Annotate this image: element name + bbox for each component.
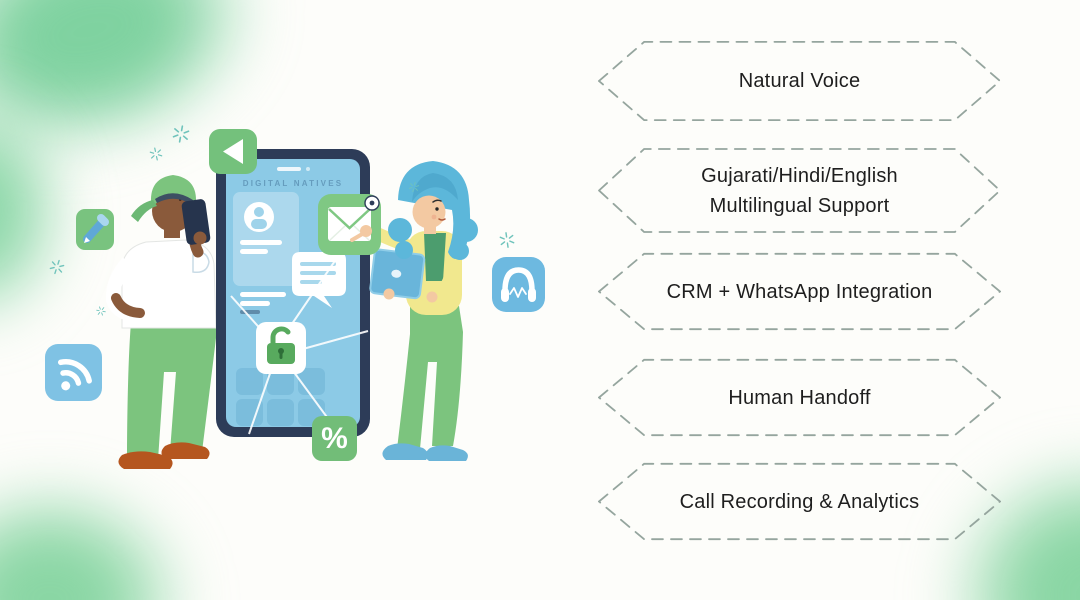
feature-item-human-handoff: Human Handoff bbox=[598, 358, 1001, 437]
hexagon-outline bbox=[598, 252, 1001, 331]
people-phone-illustration: DIGITAL NATIVES bbox=[45, 124, 545, 469]
envelope-icon bbox=[318, 194, 381, 255]
feature-label: CRM + WhatsApp Integration bbox=[666, 280, 933, 303]
pointing-hand bbox=[350, 225, 372, 242]
feature-item-call-recording-analytics: Call Recording & Analytics bbox=[598, 462, 1001, 541]
hexagon-outline bbox=[598, 462, 1001, 541]
waveform-glyph bbox=[509, 287, 527, 298]
feature-label: Human Handoff bbox=[728, 386, 871, 409]
hexagon-outline bbox=[598, 147, 1001, 234]
profile-card bbox=[233, 192, 299, 286]
hexagon-outline bbox=[598, 358, 1001, 437]
feature-label: Call Recording & Analytics bbox=[679, 490, 920, 513]
man-character bbox=[105, 175, 217, 469]
feature-item-natural-voice: Natural Voice bbox=[598, 40, 1001, 122]
feature-item-multilingual-support: Gujarati/Hindi/English Multilingual Supp… bbox=[598, 147, 1001, 234]
feature-label: Gujarati/Hindi/English Multilingual Supp… bbox=[701, 164, 898, 217]
feature-list: Natural Voice Gujarati/Hindi/English Mul… bbox=[598, 0, 1001, 541]
phone-illustration: DIGITAL NATIVES bbox=[216, 149, 370, 437]
percent-icon: % bbox=[312, 416, 357, 461]
man-hand-phone bbox=[181, 199, 211, 258]
feature-label: Natural Voice bbox=[738, 70, 861, 92]
percent-label: % bbox=[321, 422, 348, 455]
pencil-icon bbox=[76, 209, 114, 250]
rss-icon bbox=[45, 344, 102, 401]
back-icon bbox=[209, 129, 257, 174]
hexagon-outline bbox=[598, 40, 1001, 122]
laptop-illustration bbox=[369, 248, 426, 300]
app-grid bbox=[236, 368, 325, 426]
feature-item-crm-whatsapp-integration: CRM + WhatsApp Integration bbox=[598, 252, 1001, 331]
woman-character bbox=[365, 161, 478, 461]
headphones-icon bbox=[492, 257, 545, 312]
phone-screen-title: DIGITAL NATIVES bbox=[243, 179, 344, 188]
lock-icon bbox=[256, 322, 306, 374]
